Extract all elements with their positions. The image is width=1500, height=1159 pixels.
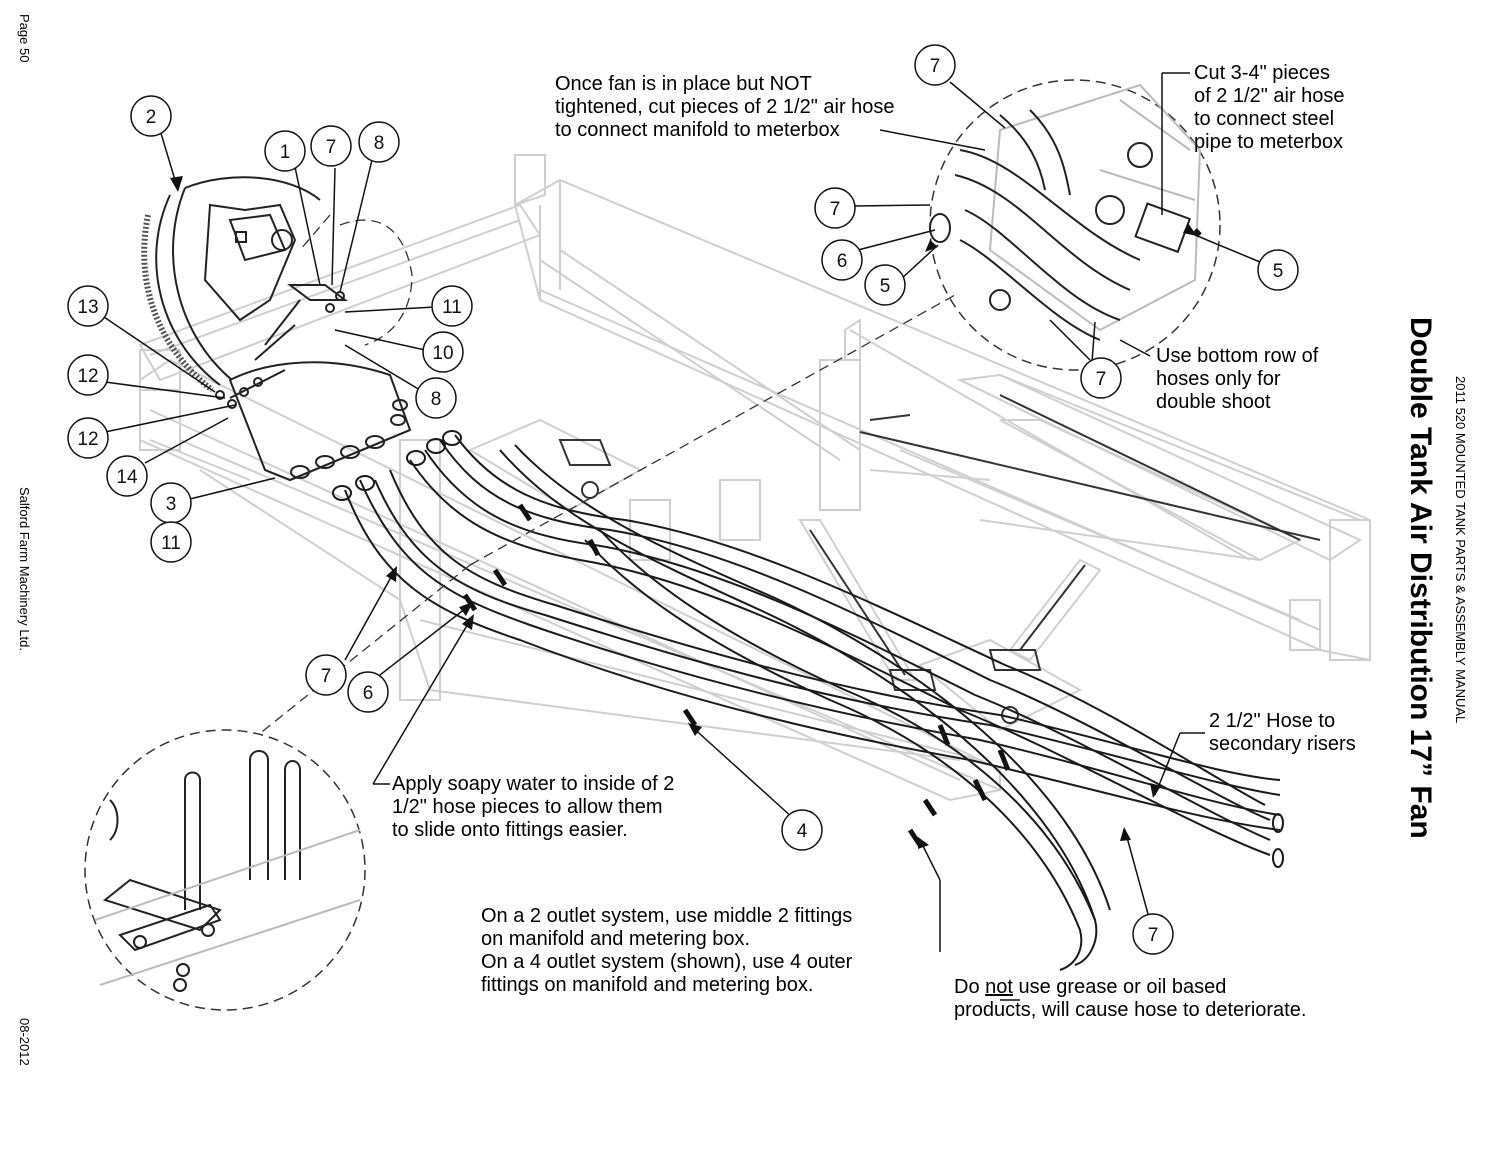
callout-number: 5 [880,276,891,297]
hoses [332,430,1284,971]
detail-view-top [929,79,1221,371]
callout-number: 8 [431,389,442,410]
callout-number: 12 [77,429,98,450]
callout-number: 6 [837,251,848,272]
detail-view-bottom [84,729,366,1011]
callout-bubble [415,377,457,419]
callout-bubble [106,455,148,497]
callout-bubble [150,521,192,563]
callout-number: 7 [1148,925,1159,946]
callout-number: 8 [374,133,385,154]
note-secondary-risers: 2 1/2" Hose to secondary risers [1209,710,1356,755]
note-soapy-water: Apply soapy water to inside of 2 1/2" ho… [392,773,675,841]
projection-lines [257,214,956,736]
callout-number: 5 [1273,261,1284,282]
frame-structure [138,154,1371,802]
callout-bubble [914,44,956,86]
callout-bubble [1132,913,1174,955]
callout-bubbles [67,44,1299,955]
callout-number: 7 [326,137,337,158]
callout-number: 10 [432,343,453,364]
callout-number: 4 [797,821,808,842]
callout-number: 12 [77,366,98,387]
callout-number: 7 [930,56,941,77]
callout-number: 2 [146,107,157,128]
callout-number: 6 [363,683,374,704]
page-number: Page 50 [17,14,32,63]
manual-title: 2011 520 MOUNTED TANK PARTS & ASSEMBLY M… [1453,376,1468,724]
callout-bubble [431,285,473,327]
callout-number: 11 [161,533,181,554]
callout-number: 14 [116,467,138,488]
callout-number: 7 [830,199,841,220]
note-grease: Do not use grease or oil based products,… [954,976,1306,1022]
callout-number: 7 [1096,369,1107,390]
note-grease-prefix: Do [954,976,986,998]
callout-bubble [67,285,109,327]
arrow-heads [170,176,1197,849]
callout-bubble [67,354,109,396]
callout-bubble [781,809,823,851]
note-manifold: Once fan is in place but NOT tightened, … [555,73,895,141]
callout-bubble [130,95,172,137]
leader-lines [100,72,1261,1001]
callout-bubble [358,121,400,163]
callout-numbers: 2 1 7 8 13 11 10 12 8 12 14 3 11 7 7 6 5… [77,56,1283,946]
page-title: Double Tank Air Distribution 17” Fan [1404,317,1437,839]
callout-bubble [422,331,464,373]
callout-bubble [305,654,347,696]
fan-assembly [141,176,412,482]
callout-bubble [67,417,109,459]
note-cut-pieces: Cut 3-4" pieces of 2 1/2" air hose to co… [1194,62,1345,153]
manifold-outlets [290,399,408,479]
note-bottom-row: Use bottom row of hoses only for double … [1156,345,1319,413]
note-grease-rest: use grease or oil based products, will c… [954,976,1307,1021]
callout-bubble [864,264,906,306]
note-grease-not: not [985,976,1013,998]
callout-number: 1 [280,142,291,163]
callout-bubble [821,239,863,281]
note-outlet-system: On a 2 outlet system, use middle 2 fitti… [481,905,853,996]
company-name: Salford Farm Machinery Ltd. [17,487,32,652]
callout-number: 3 [166,494,177,515]
callout-bubble [814,187,856,229]
callout-bubble [1257,249,1299,291]
callout-bubble [347,671,389,713]
frame-accents [558,394,1321,724]
callout-number: 13 [77,297,98,318]
callout-bubble [310,125,352,167]
callout-number: 11 [442,297,462,318]
callout-number: 7 [321,666,332,687]
print-date: 08-2012 [17,1018,32,1066]
callout-bubble [1080,357,1122,399]
callout-bubble [264,130,306,172]
